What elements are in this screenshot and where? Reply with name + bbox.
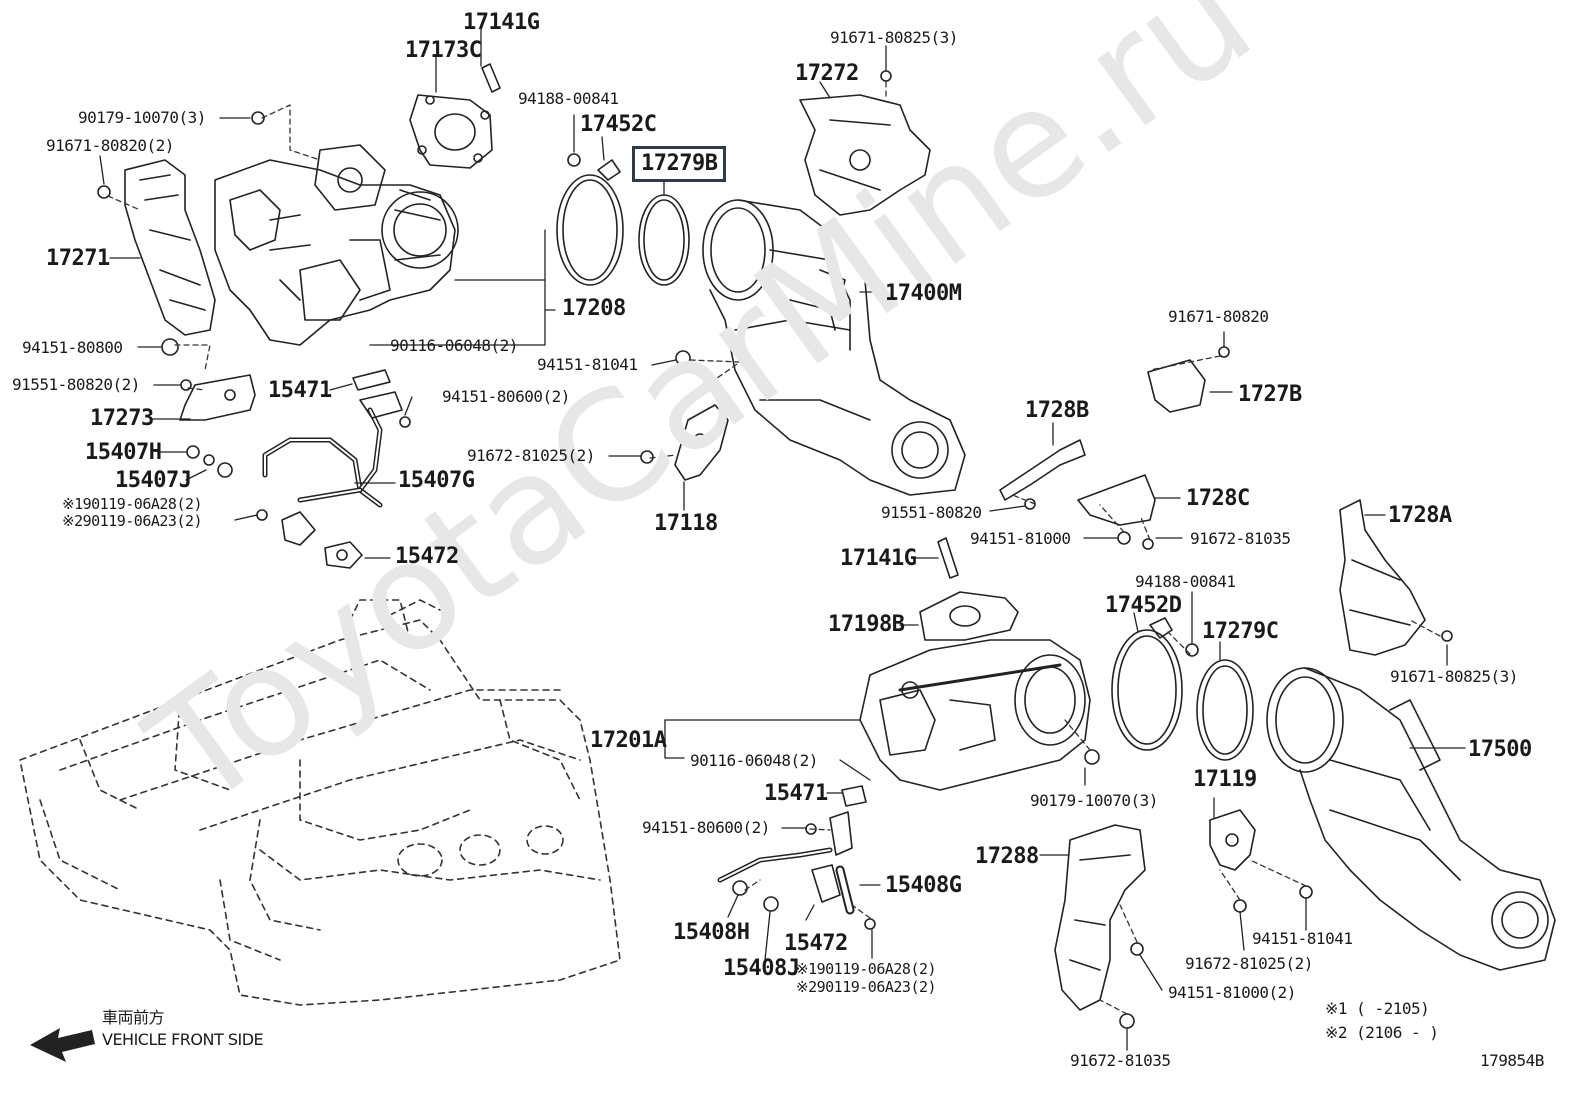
callout-17141G-mid[interactable]: 17141G: [840, 546, 917, 571]
clamp-17452C: [556, 159, 624, 286]
callout-91672-81035-bot[interactable]: 91672-81035: [1070, 1051, 1171, 1070]
front-arrow-icon: [30, 1028, 95, 1062]
callout-94151-81041-top[interactable]: 94151-81041: [537, 355, 638, 374]
callout-90179-10070-3[interactable]: 90179-10070(3): [78, 108, 206, 127]
oil-pipe-15408G: [717, 811, 855, 915]
callout-1728A[interactable]: 1728A: [1388, 503, 1452, 528]
callout-15408J[interactable]: 15408J: [723, 956, 800, 981]
gasket-15472: [324, 541, 363, 569]
stud-17141G-mid: [937, 537, 959, 579]
gasket-17173C: [409, 94, 493, 169]
converter-17500: [1266, 667, 1556, 971]
front-label-jp: 車両前方: [102, 1008, 165, 1027]
callout-15408H[interactable]: 15408H: [673, 920, 750, 945]
insulator-17271: [124, 159, 216, 336]
callout-94188-00841-top[interactable]: 94188-00841: [518, 89, 619, 108]
callout-1728B[interactable]: 1728B: [1025, 398, 1089, 423]
callout-1728C[interactable]: 1728C: [1186, 486, 1250, 511]
callout-17271[interactable]: 17271: [46, 246, 110, 271]
callout-17279B-highlighted[interactable]: 17279B: [632, 146, 727, 182]
callout-17173C[interactable]: 17173C: [405, 38, 482, 63]
callout-94151-80600-2-top[interactable]: 94151-80600(2): [442, 387, 570, 406]
callout-17273[interactable]: 17273: [90, 406, 154, 431]
insulator-1728C: [1077, 474, 1156, 526]
callout-290119-06A23-bot[interactable]: ※290119-06A23(2): [796, 978, 937, 996]
callout-91671-80825-3-top[interactable]: 91671-80825(3): [830, 28, 958, 47]
callout-94151-81041-bot[interactable]: 94151-81041: [1252, 929, 1353, 948]
callout-94151-80800[interactable]: 94151-80800: [22, 338, 123, 357]
callout-17118[interactable]: 17118: [654, 511, 718, 536]
turbocharger-17208: [214, 144, 459, 346]
callout-17272[interactable]: 17272: [795, 61, 859, 86]
callout-94151-80600-2-mid[interactable]: 94151-80600(2): [642, 818, 770, 837]
callout-1727B[interactable]: 1727B: [1238, 382, 1302, 407]
callout-15408G[interactable]: 15408G: [885, 873, 962, 898]
callout-17279C[interactable]: 17279C: [1202, 619, 1279, 644]
callout-91551-80820-right[interactable]: 91551-80820: [881, 503, 982, 522]
callout-190119-06A28-top[interactable]: ※190119-06A28(2): [62, 495, 203, 513]
note-1: ※1 ( -2105): [1325, 999, 1430, 1018]
callout-94188-00841-mid[interactable]: 94188-00841: [1135, 572, 1236, 591]
gasket-17279B: [638, 194, 690, 286]
callout-17400M[interactable]: 17400M: [885, 281, 962, 306]
callout-91671-80825-3-mid[interactable]: 91671-80825(3): [1390, 667, 1518, 686]
callout-94151-81000-2[interactable]: 94151-81000(2): [1168, 983, 1296, 1002]
callout-91671-80820-right[interactable]: 91671-80820: [1168, 307, 1269, 326]
callout-17119[interactable]: 17119: [1193, 767, 1257, 792]
callout-15472-mid[interactable]: 15472: [784, 931, 848, 956]
callout-15472-top[interactable]: 15472: [395, 544, 459, 569]
turbocharger-17201A: [859, 639, 1091, 791]
callout-91672-81035-top[interactable]: 91672-81035: [1190, 529, 1291, 548]
callout-90116-06048-2-top[interactable]: 90116-06048(2): [390, 336, 518, 355]
callout-17452D[interactable]: 17452D: [1105, 593, 1182, 618]
front-label-en: VEHICLE FRONT SIDE: [102, 1030, 264, 1049]
gasket-17198B: [919, 591, 1019, 641]
gasket-17279C: [1196, 659, 1254, 761]
callout-190119-06A28-bot[interactable]: ※190119-06A28(2): [796, 960, 937, 978]
callout-15407J[interactable]: 15407J: [115, 468, 192, 493]
callout-91671-80820-2[interactable]: 91671-80820(2): [46, 136, 174, 155]
stud-17141G: [481, 63, 501, 93]
insulator-17288: [1054, 824, 1146, 1011]
leader-lines: [99, 27, 1466, 1051]
converter-17400M: [702, 199, 966, 496]
insulator-1728B: [999, 439, 1086, 501]
callout-91551-80820-2[interactable]: 91551-80820(2): [12, 375, 140, 394]
insulator-1727B: [1147, 359, 1206, 413]
callout-15407G[interactable]: 15407G: [398, 468, 475, 493]
bracket-17119: [1209, 809, 1256, 871]
clamp-17452D: [1111, 617, 1183, 751]
callout-90116-06048-2-mid[interactable]: 90116-06048(2): [690, 751, 818, 770]
callout-17198B[interactable]: 17198B: [828, 612, 905, 637]
callout-90179-10070-3-mid[interactable]: 90179-10070(3): [1030, 791, 1158, 810]
insulator-1728A: [1339, 499, 1426, 656]
callout-91672-81025-2-bot[interactable]: 91672-81025(2): [1185, 954, 1313, 973]
callout-290119-06A23-top[interactable]: ※290119-06A23(2): [62, 512, 203, 530]
note-2: ※2 (2106 - ): [1325, 1023, 1439, 1042]
callout-17288[interactable]: 17288: [975, 844, 1039, 869]
bracket-17118: [674, 404, 729, 481]
callout-15407H[interactable]: 15407H: [85, 440, 162, 465]
callout-17500[interactable]: 17500: [1468, 737, 1532, 762]
oil-pipe-15407G: [262, 391, 403, 546]
callout-15471-top[interactable]: 15471: [268, 378, 332, 403]
callout-94151-81000[interactable]: 94151-81000: [970, 529, 1071, 548]
bracket-17273: [179, 374, 256, 421]
callout-17201A[interactable]: 17201A: [590, 728, 667, 753]
callout-17208[interactable]: 17208: [562, 296, 626, 321]
gasket-15471: [352, 369, 391, 391]
callout-15471-mid[interactable]: 15471: [764, 781, 828, 806]
gasket-15471-lower: [841, 785, 867, 807]
assembly-dashes: [107, 81, 1441, 1015]
diagram-code: 179854B: [1480, 1051, 1544, 1070]
fasteners: [97, 70, 1453, 1029]
callout-17452C[interactable]: 17452C: [580, 112, 657, 137]
callout-91672-81025-2-top[interactable]: 91672-81025(2): [467, 446, 595, 465]
insulator-17272: [799, 94, 931, 216]
callout-17141G-top[interactable]: 17141G: [463, 10, 540, 35]
engine-block-outline: [19, 599, 621, 1006]
